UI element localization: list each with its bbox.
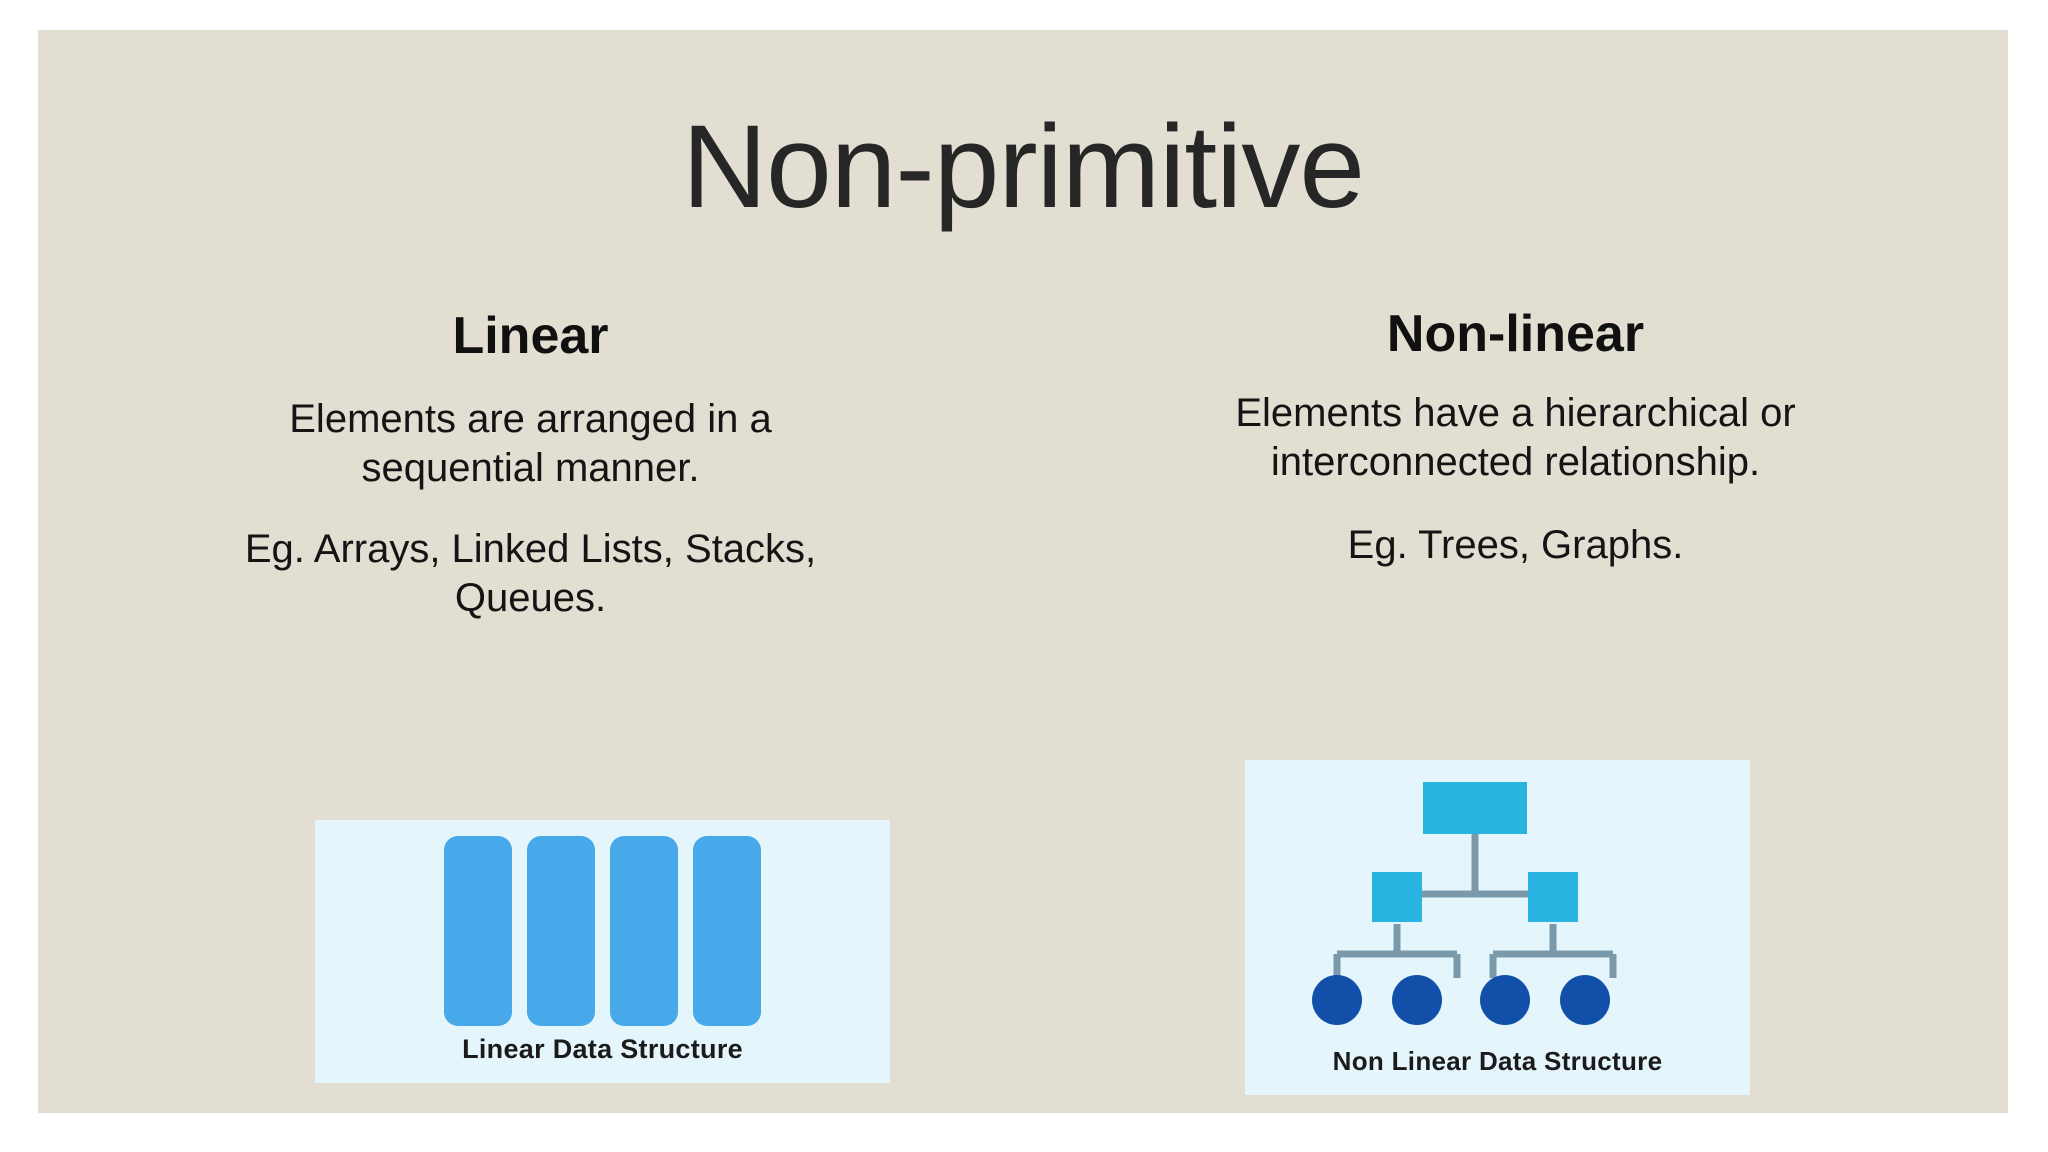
tree-leaf-node-3 [1480,975,1530,1025]
column-examples-non-linear: Eg. Trees, Graphs. [1347,522,1684,567]
linear-bar-1 [444,836,512,1026]
tree-branch-node-right [1528,872,1578,922]
tree-root-node [1423,782,1527,834]
page-title: Non-primitive [681,101,1365,233]
tree-diagram [1245,772,1750,1040]
linear-bar-3 [610,836,678,1026]
column-non-linear: Non-linear Elements have a hierarchical … [1023,288,2008,1095]
figure-caption-linear: Linear Data Structure [462,1034,743,1064]
linear-bars-group [444,836,761,1026]
tree-leaf-node-1 [1312,975,1362,1025]
linear-bar-4 [693,836,761,1026]
column-description-linear: Elements are arranged in a sequential ma… [289,397,772,490]
columns-container: Linear Elements are arranged in a sequen… [38,288,2008,1095]
figure-non-linear-data-structure: Non Linear Data Structure [1245,760,1750,1095]
tree-leaf-node-4 [1560,975,1610,1025]
figure-caption-non-linear: Non Linear Data Structure [1332,1046,1663,1076]
tree-leaf-node-2 [1392,975,1442,1025]
column-heading-linear: Linear [452,307,609,365]
tree-diagram-svg [1312,782,1617,1025]
column-heading-non-linear: Non-linear [1386,305,1645,363]
tree-connectors [1333,832,1617,978]
tree-branch-node-left [1372,872,1422,922]
figure-linear-data-structure: Linear Data Structure [315,820,890,1083]
column-description-non-linear: Elements have a hierarchical or intercon… [1235,391,1796,484]
column-linear: Linear Elements are arranged in a sequen… [38,288,1023,1088]
column-examples-linear: Eg. Arrays, Linked Lists, Stacks, Queues… [244,526,817,620]
linear-bar-2 [527,836,595,1026]
slide-canvas: Non-primitive Linear Elements are arrang… [38,30,2008,1113]
